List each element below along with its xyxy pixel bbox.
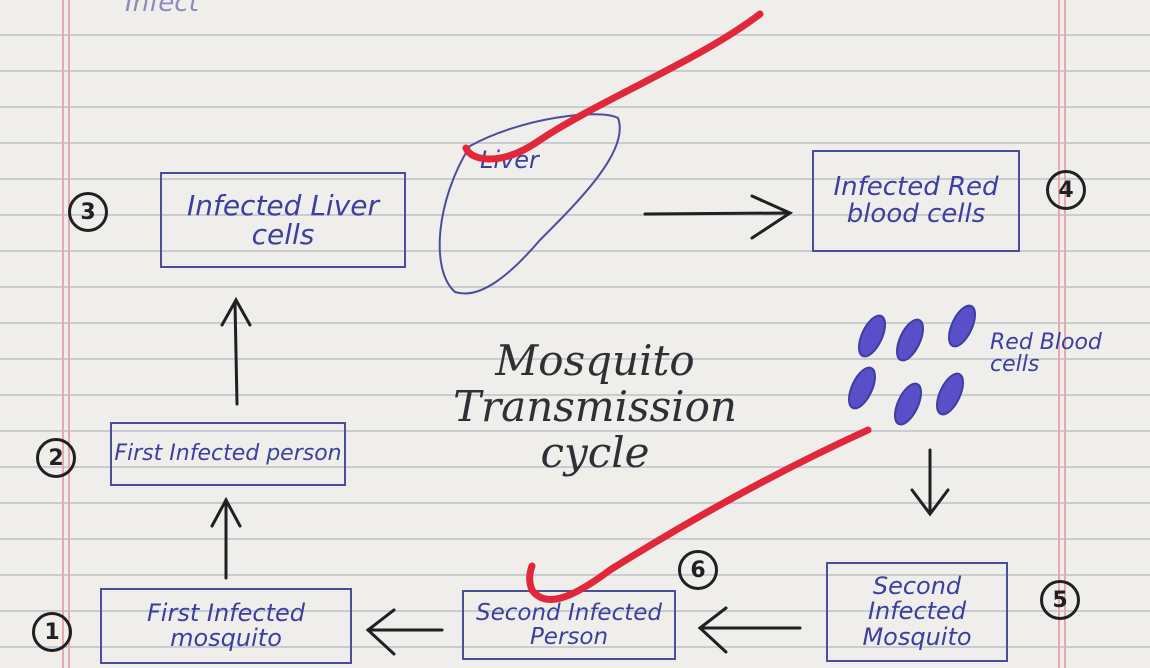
title-line-3: cycle bbox=[540, 428, 650, 478]
step-5-box: Second Infected Mosquito bbox=[826, 562, 1008, 662]
rbc-cell-5 bbox=[894, 382, 922, 426]
title-line-1: Mosquito bbox=[495, 336, 695, 385]
title-line-2: Transmission bbox=[453, 382, 737, 432]
step-3-box: Infected Liver cells bbox=[160, 172, 406, 268]
red-annotation-stroke-bottom bbox=[526, 426, 872, 603]
rbc-cell-6 bbox=[936, 372, 964, 416]
step-6-label: Second Infected Person bbox=[476, 599, 662, 650]
red-annotation-stroke-top bbox=[462, 10, 764, 163]
step-3-number: 3 bbox=[68, 192, 108, 232]
step-5-label: Second Infected Mosquito bbox=[862, 572, 972, 651]
rbc-cell-4 bbox=[848, 366, 876, 410]
step-2-label: First Infected person bbox=[114, 441, 342, 467]
step-3-label: Infected Liver cells bbox=[186, 188, 380, 251]
step-2-box: First Infected person bbox=[110, 422, 346, 486]
arrow-rbc-to-5 bbox=[910, 448, 950, 517]
red-blood-cells bbox=[848, 304, 976, 426]
step-1-label: First Infected mosquito bbox=[147, 598, 305, 652]
rbc-label: Red Blood cells bbox=[990, 330, 1102, 377]
rbc-cell-1 bbox=[858, 314, 886, 358]
arrow-2-to-3 bbox=[220, 296, 252, 406]
rbc-cell-2 bbox=[896, 318, 924, 362]
top-text-fragment: Infect bbox=[125, 0, 199, 18]
step-6-box: Second Infected Person bbox=[462, 590, 676, 660]
arrow-5-to-6 bbox=[697, 606, 802, 654]
arrow-liver-to-rbc bbox=[643, 194, 794, 240]
margin-line-right bbox=[1058, 0, 1060, 668]
step-5-number: 5 bbox=[1040, 580, 1080, 620]
step-1-box: First Infected mosquito bbox=[100, 588, 352, 664]
rbc-cell-3 bbox=[948, 304, 976, 348]
step-6-number: 6 bbox=[678, 550, 718, 590]
margin-line-left bbox=[62, 0, 64, 668]
diagram-title: Mosquito Transmission cycle bbox=[430, 336, 760, 478]
arrow-6-to-1 bbox=[365, 608, 444, 656]
step-2-number: 2 bbox=[36, 438, 76, 478]
step-4-box: Infected Red blood cells bbox=[812, 150, 1020, 252]
step-1-number: 1 bbox=[32, 612, 72, 652]
margin-line-right-2 bbox=[1064, 0, 1066, 668]
step-4-number: 4 bbox=[1046, 170, 1086, 210]
liver-outline bbox=[438, 113, 621, 295]
margin-line-left-2 bbox=[68, 0, 70, 668]
arrow-1-to-2 bbox=[210, 496, 242, 580]
step-4-label: Infected Red blood cells bbox=[833, 171, 999, 229]
